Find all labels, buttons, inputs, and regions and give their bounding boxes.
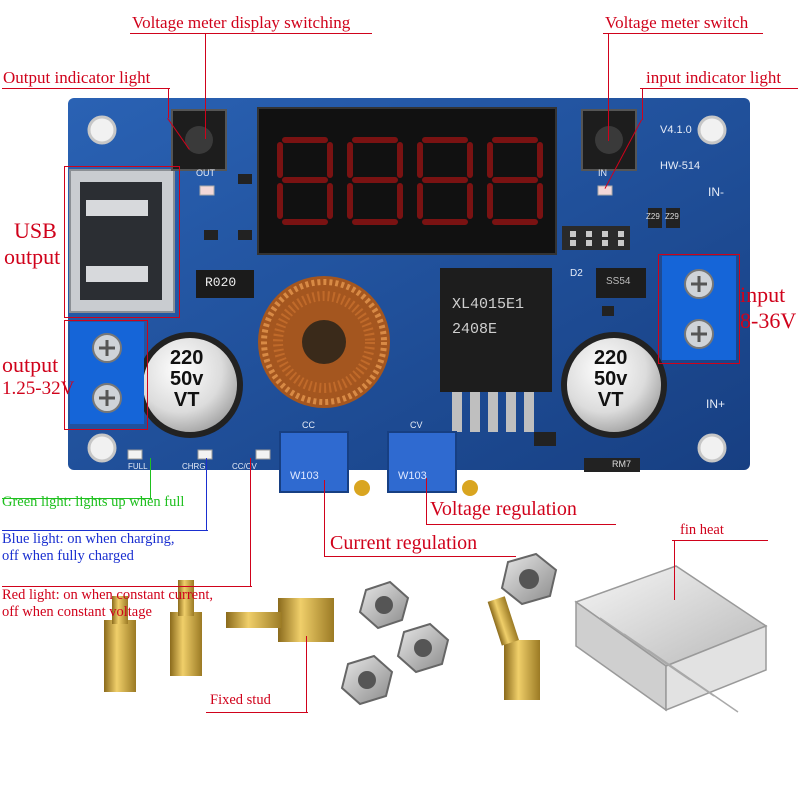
xl4015-chip: [440, 268, 552, 392]
diode-text: D2: [570, 268, 583, 279]
leader-line: [640, 88, 798, 89]
resistor-text: R020: [205, 275, 237, 290]
rm-text: RM7: [612, 459, 632, 469]
lcc-text: CC/CV: [232, 462, 257, 471]
led-in-text: IN: [598, 168, 607, 178]
label-voltage-regulation: Voltage regulation: [430, 498, 577, 520]
leader-line: [2, 88, 170, 89]
schottky-diode: [596, 268, 646, 298]
input-terminal-box: [658, 254, 740, 364]
cv-text: CV: [410, 420, 423, 430]
leader-line: [603, 33, 763, 34]
shunt-resistor: [196, 270, 254, 298]
leader-line: [168, 88, 169, 118]
mount-hole-icon: [87, 115, 117, 145]
output-capacitor: [561, 332, 667, 438]
label-display-switching: Voltage meter display switching: [132, 13, 351, 32]
label-red-light: Red light: on when constant current, off…: [2, 587, 214, 620]
leader-line: [324, 480, 325, 556]
leader-line: [205, 33, 206, 139]
output-terminal-box: [64, 320, 148, 430]
hex-nut-icon: [358, 580, 410, 630]
cc-cv-led: [127, 449, 143, 460]
heatsink-fin: [574, 565, 768, 713]
brass-standoff: [504, 640, 540, 700]
voltage-potentiometer: [387, 431, 457, 493]
led-out-text: OUT: [196, 168, 215, 178]
cap-left-text: 220 50v VT: [170, 347, 204, 411]
leader-line: [150, 458, 151, 498]
hex-nut-icon: [396, 622, 450, 674]
label-blue-light: Blue light: on when charging, off when f…: [2, 531, 175, 564]
label-output-indicator: Output indicator light: [3, 68, 151, 87]
leader-line: [250, 458, 251, 586]
cap-right-text: 220 50v VT: [594, 347, 628, 411]
mount-hole-icon: [697, 115, 727, 145]
pot-left-text: W103: [290, 470, 319, 482]
lchrg-text: CHRG: [182, 462, 206, 471]
full-led: [255, 449, 271, 460]
leader-line: [130, 33, 372, 34]
hex-nut-icon: [500, 552, 558, 606]
leader-line: [2, 498, 152, 499]
chrg-led: [197, 449, 213, 460]
leader-line: [2, 530, 208, 531]
lfull-text: FULL: [128, 462, 148, 471]
leader-line: [608, 33, 609, 141]
mount-hole-icon: [87, 433, 117, 463]
hex-nut-icon: [340, 654, 394, 706]
leader-line: [324, 556, 516, 557]
meter-switch-button: [581, 109, 637, 171]
pot-right-text: W103: [398, 470, 427, 482]
label-input: input 8-36V: [740, 282, 797, 334]
output-indicator-led: [199, 185, 215, 196]
mount-hole-icon: [697, 433, 727, 463]
leader-line: [426, 478, 427, 524]
leader-line: [306, 636, 307, 712]
leader-line: [206, 712, 308, 713]
label-fixed-stud: Fixed stud: [210, 692, 271, 708]
label-current-regulation: Current regulation: [330, 532, 478, 554]
label-output: output 1.25-32V: [2, 352, 75, 400]
label-fin-heat: fin heat: [680, 522, 724, 538]
version-text: V4.1.0: [660, 124, 692, 136]
z-a-text: Z29: [646, 212, 660, 221]
leader-line: [426, 524, 616, 525]
in-plus-text: IN+: [706, 397, 726, 411]
leader-line: [642, 88, 643, 120]
leader-line: [674, 540, 675, 600]
input-indicator-led: [597, 185, 613, 196]
leader-line: [672, 540, 768, 541]
model-text: HW-514: [660, 160, 701, 172]
in-minus-text: IN-: [708, 185, 724, 199]
current-potentiometer: [279, 431, 349, 493]
cc-text: CC: [302, 420, 315, 430]
brass-standoff: [104, 620, 136, 692]
brass-standoff: [170, 612, 202, 676]
ss-text: SS54: [606, 276, 631, 287]
label-usb-output: USB output: [4, 218, 61, 270]
chip-text: XL4015E1 2408E: [452, 296, 525, 339]
label-green-light: Green light: lights up when full: [2, 494, 185, 510]
leader-line: [2, 586, 252, 587]
leader-line: [206, 458, 207, 530]
label-meter-switch: Voltage meter switch: [605, 13, 749, 32]
usb-output-box: [64, 166, 180, 318]
brass-standoff: [278, 598, 334, 642]
z-b-text: Z29: [665, 212, 679, 221]
label-input-indicator: input indicator light: [646, 68, 782, 87]
